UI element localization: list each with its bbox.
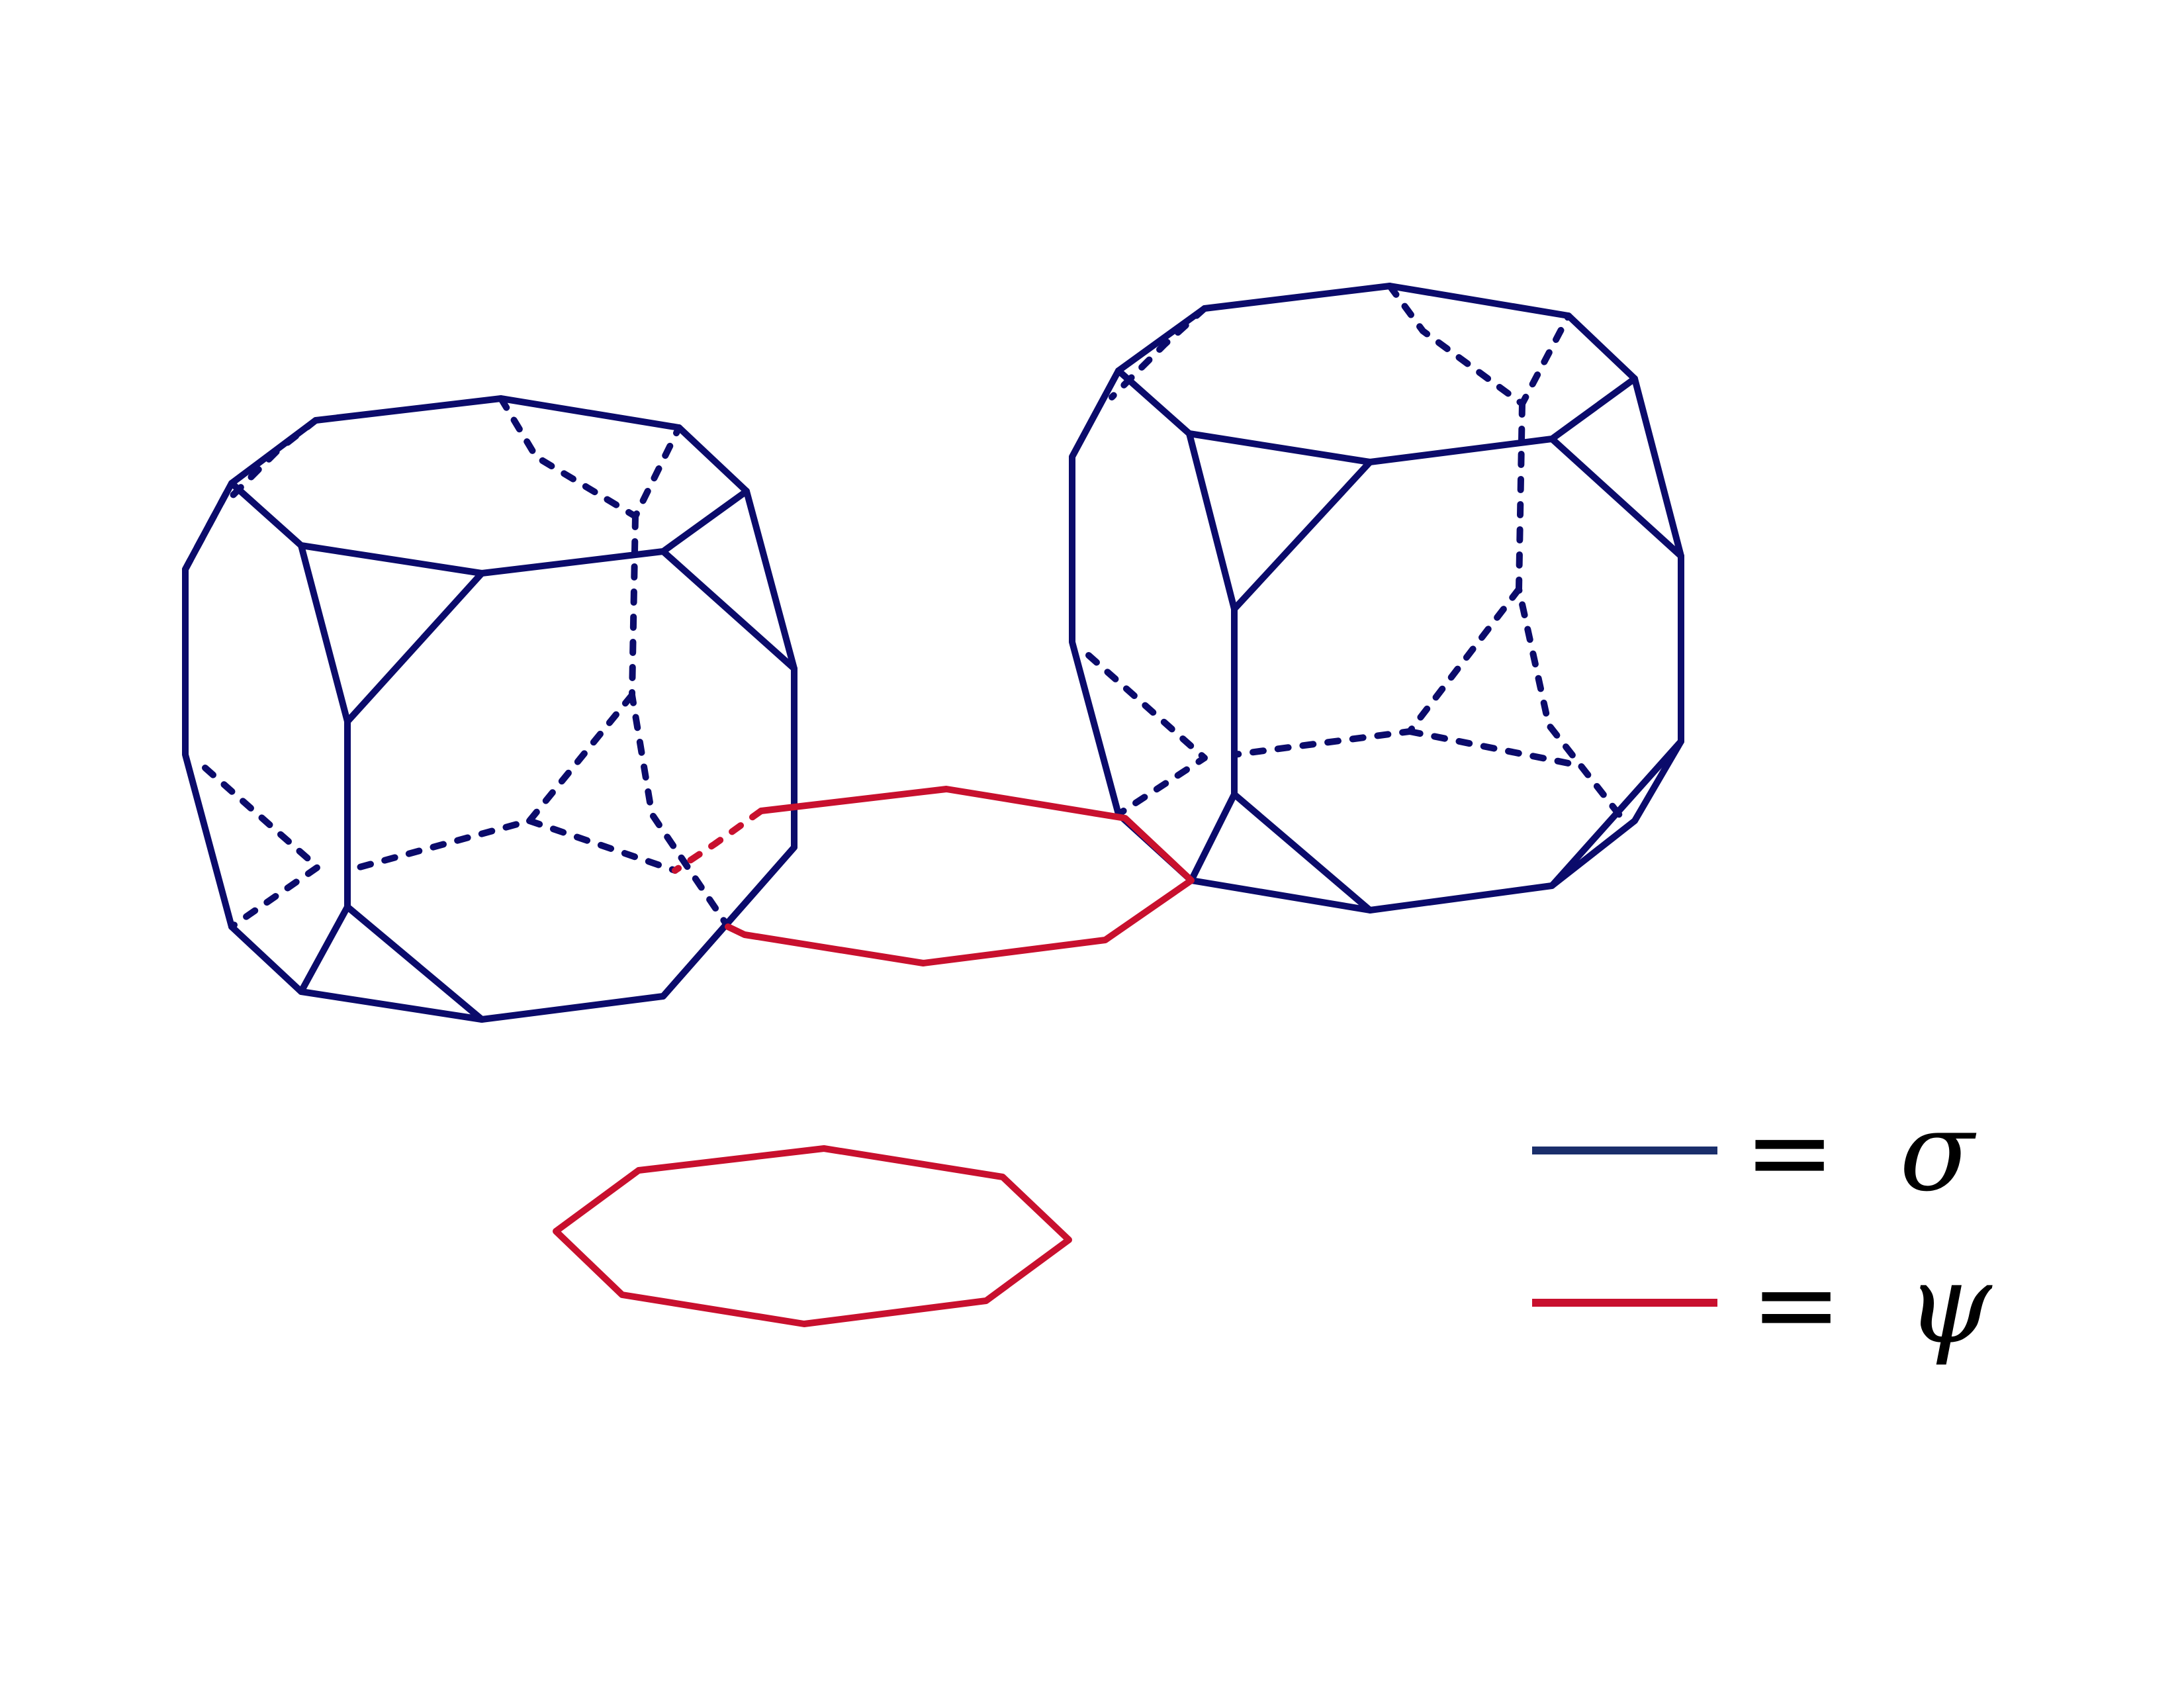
left-cube-hidden-vertical [629, 513, 731, 930]
right-cube-front-edge-3 [1231, 791, 1373, 914]
left-cube-hidden-top [498, 395, 682, 520]
left-cube-hidden-bottom-2 [526, 818, 678, 874]
legend-sigma-equals: = [1744, 1088, 1835, 1215]
left-cube-hidden-left-top [182, 480, 235, 573]
standalone-octagon-psi [553, 1145, 1072, 1327]
right-cube-hidden-mid [1231, 586, 1522, 758]
legend-psi-equals: = [1751, 1241, 1842, 1368]
left-cube-right-edge [660, 548, 797, 672]
connecting-octagon-visible [725, 786, 1195, 966]
connecting-octagon-psi [672, 786, 1195, 966]
left-cube-hidden-bottom [202, 765, 321, 930]
left-cube-front-edge-3 [344, 904, 485, 1023]
right-cube-hidden-bottom [1406, 728, 1578, 768]
legend: = σ = ψ [1532, 1088, 1993, 1368]
right-cube-hidden-left [1085, 652, 1208, 818]
right-cube-hidden-left-top [1109, 305, 1208, 400]
right-cube-hidden-vertical [1516, 400, 1625, 821]
left-cube-left-silhouette [182, 480, 797, 1023]
right-cube-outline [1069, 367, 1684, 914]
legend-psi-symbol: ψ [1906, 1241, 1993, 1368]
right-cube-front-edge-2 [1188, 606, 1238, 884]
right-cube-hidden-top [1387, 283, 1572, 407]
right-truncated-cube [1069, 283, 1684, 914]
connecting-octagon-hidden [672, 808, 764, 874]
legend-sigma-symbol: σ [1899, 1088, 1977, 1215]
left-cube-hidden-mid [344, 692, 635, 874]
right-cube-right-edge [1549, 436, 1684, 559]
left-truncated-cube [182, 395, 797, 1023]
left-cube-hidden-left-top-2 [222, 417, 319, 506]
left-cube-bottom-right-edge [660, 844, 797, 1000]
